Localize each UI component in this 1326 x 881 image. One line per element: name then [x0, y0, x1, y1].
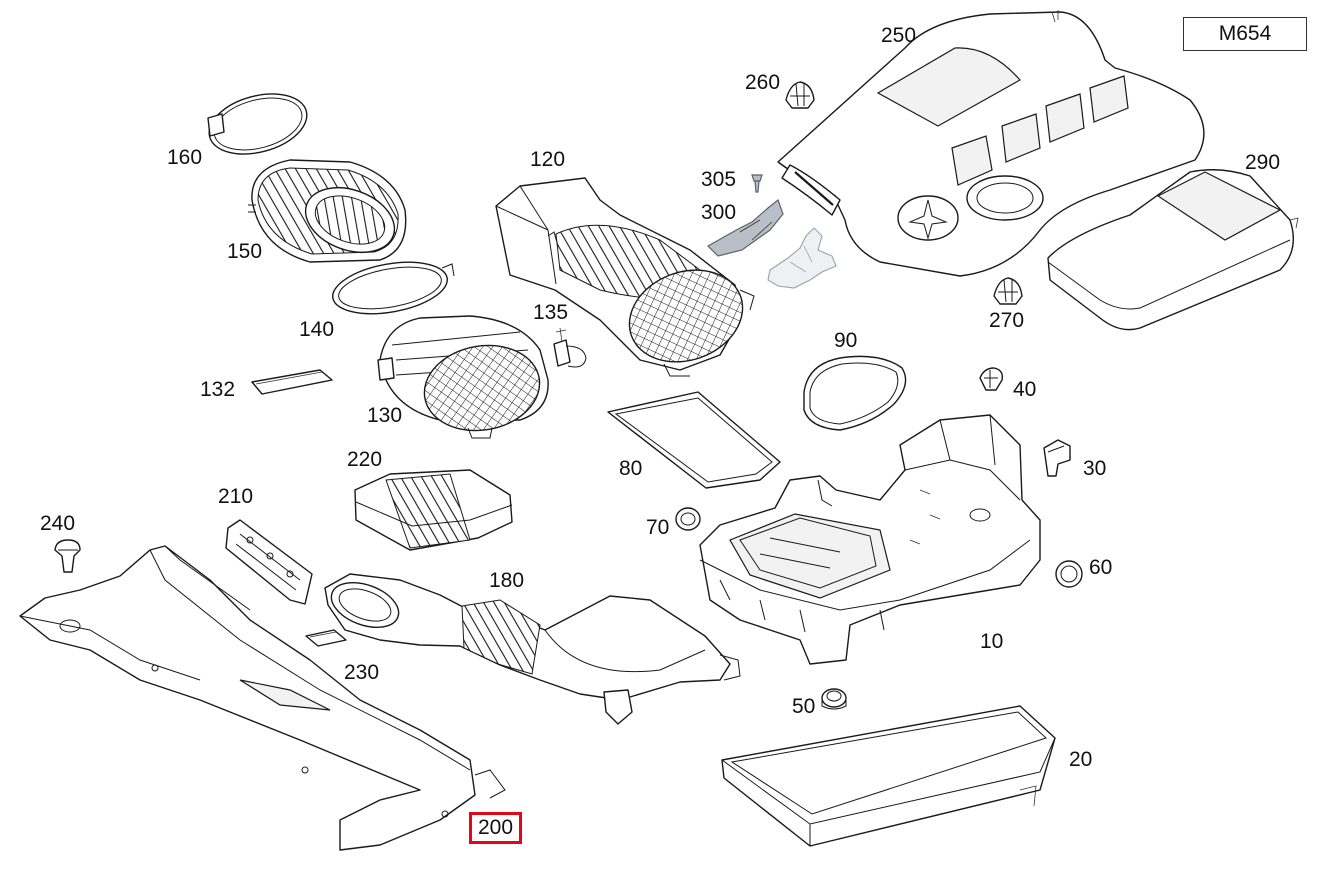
callout-132: 132 [200, 378, 235, 401]
callout-300: 300 [701, 201, 736, 224]
callout-130: 130 [367, 404, 402, 427]
callout-40: 40 [1013, 378, 1036, 401]
callout-240: 240 [40, 512, 75, 535]
pad-part-230 [305, 629, 347, 647]
duct-part-220 [354, 469, 513, 551]
clip-part-40 [979, 367, 1004, 391]
callout-labels: 250 260 290 270 160 150 140 120 305 300 … [40, 24, 1280, 771]
engine-cover-part-250 [777, 10, 1205, 277]
bracket-part-210 [225, 519, 313, 605]
callout-220: 220 [347, 448, 382, 471]
callout-270: 270 [989, 309, 1024, 332]
lower-duct-part-200 [19, 545, 506, 851]
callout-160: 160 [167, 146, 202, 169]
bracket-part-300 [707, 199, 784, 257]
callout-260: 260 [745, 71, 780, 94]
grommet-part-70 [675, 507, 701, 531]
callout-80: 80 [619, 457, 642, 480]
callout-250: 250 [881, 24, 916, 47]
gasket-part-80 [607, 391, 781, 489]
filter-housing-part-10 [699, 414, 1041, 665]
callout-150: 150 [227, 240, 262, 263]
highlighted-part-label[interactable]: 200 [477, 816, 514, 839]
callout-290: 290 [1245, 151, 1280, 174]
seal-ring-part-140 [332, 261, 455, 315]
highlighted-part-frame[interactable] [469, 812, 522, 844]
grommet-part-60 [1055, 560, 1083, 588]
grommet-part-270 [993, 277, 1023, 305]
callout-50: 50 [792, 695, 815, 718]
grommet-part-50 [821, 688, 847, 710]
callout-135: 135 [533, 301, 568, 324]
callout-305: 305 [701, 168, 736, 191]
connector-part-135 [553, 327, 587, 368]
model-code-label: M654 [1183, 17, 1307, 51]
air-duct-part-130 [377, 315, 549, 439]
callout-90: 90 [834, 329, 857, 352]
intake-duct-part-120 [495, 177, 755, 377]
callout-140: 140 [299, 318, 334, 341]
callout-60: 60 [1089, 556, 1112, 579]
callout-210: 210 [218, 485, 253, 508]
cover-panel-part-290 [1047, 169, 1299, 331]
clamp-part-160 [207, 93, 308, 155]
intake-hose-part-180 [324, 573, 741, 725]
callout-70: 70 [646, 516, 669, 539]
bellows-part-150 [248, 159, 407, 263]
pad-part-132 [251, 369, 333, 395]
sensor-part-30 [1043, 439, 1071, 477]
callout-30: 30 [1083, 457, 1106, 480]
grommet-part-260 [785, 81, 815, 109]
actuator-bracket-ghost [767, 227, 837, 289]
callout-230: 230 [344, 661, 379, 684]
callout-180: 180 [489, 569, 524, 592]
seal-ring-part-90 [803, 355, 907, 431]
clip-part-240 [54, 539, 81, 573]
callout-20: 20 [1069, 748, 1092, 771]
callout-120: 120 [530, 148, 565, 171]
screw-part-305 [751, 174, 763, 193]
filter-element-part-20 [721, 705, 1056, 847]
callout-10: 10 [980, 630, 1003, 653]
